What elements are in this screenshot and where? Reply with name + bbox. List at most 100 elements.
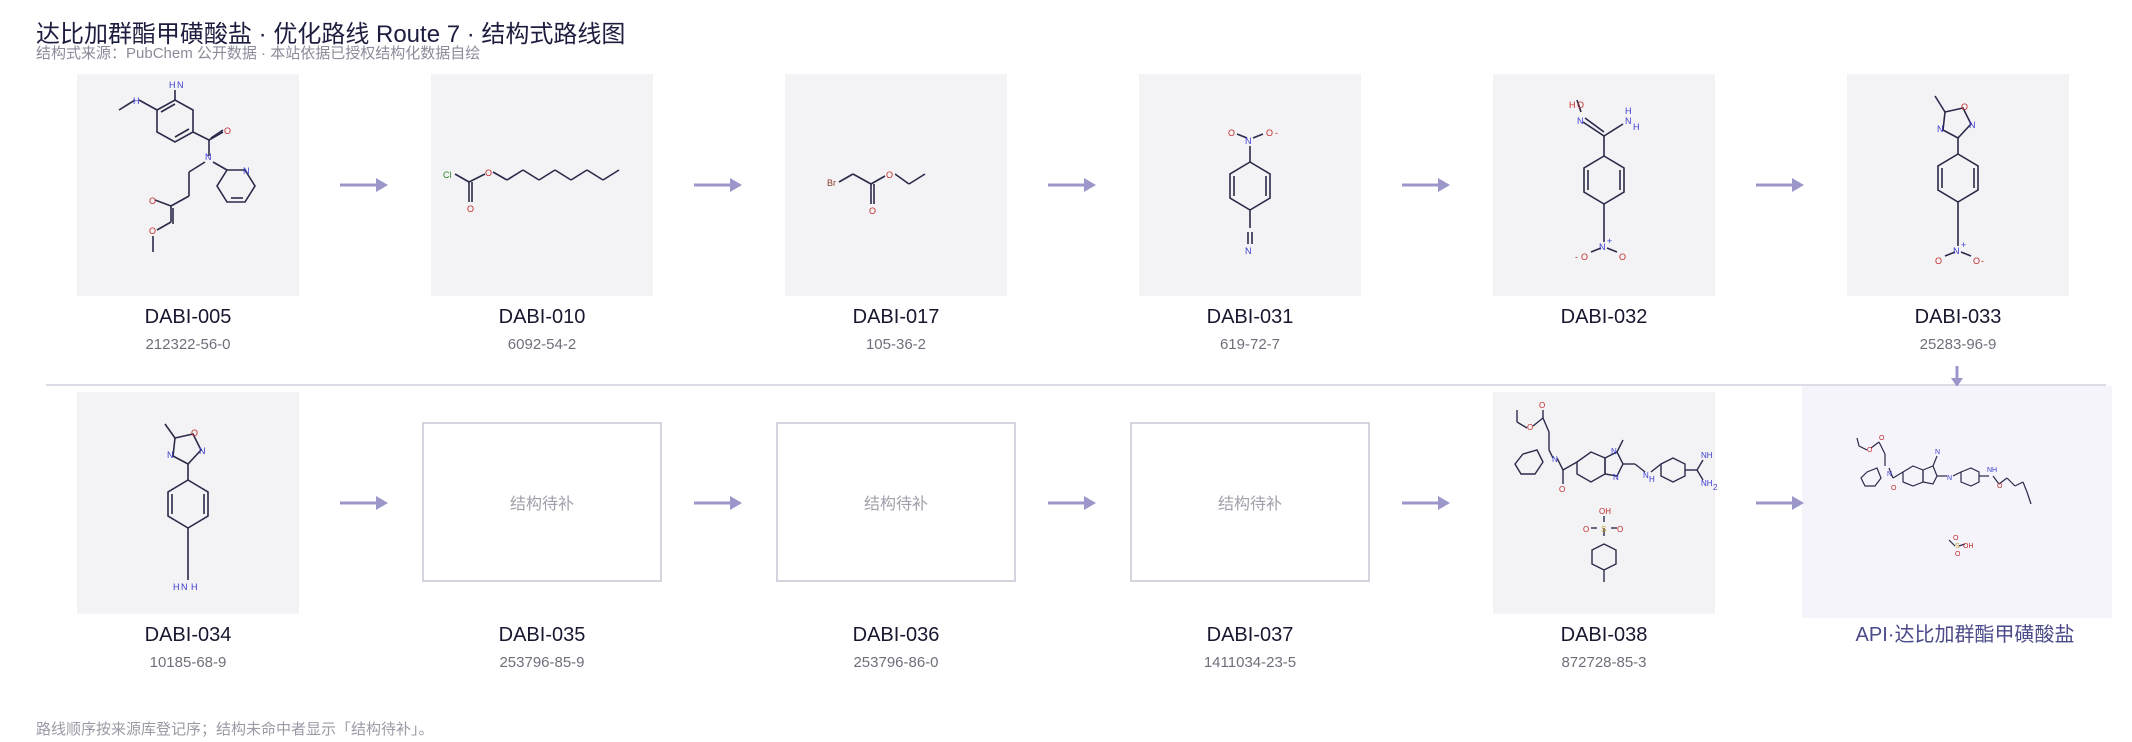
svg-text:S: S (1955, 543, 1960, 550)
compound-cas: 105-36-2 (865, 336, 927, 353)
compound-cas: 1411034-23-5 (1203, 654, 1297, 671)
svg-text:N: N (1245, 246, 1252, 256)
compound-code: DABI-037 (1206, 624, 1294, 646)
molecule-api: OO NO NN NHO OS OHO (1856, 435, 2032, 558)
svg-text:H: H (133, 96, 140, 106)
molecule-dabi-010: Cl O O (443, 168, 620, 214)
flow-arrow (692, 175, 744, 195)
svg-text:H: H (191, 582, 198, 592)
compound-cas: 212322-56-0 (145, 336, 231, 353)
svg-text:O: O (1953, 535, 1959, 542)
svg-text:-: - (1981, 256, 1984, 266)
svg-text:O: O (1583, 525, 1589, 534)
svg-text:N: N (1935, 449, 1940, 456)
compound-cas: 10185-68-9 (149, 654, 227, 671)
svg-text:O: O (1891, 485, 1897, 492)
svg-text:N: N (199, 446, 206, 456)
molecule-dabi-033: N N O N+ O O- (1934, 95, 1984, 266)
svg-text:Br: Br (827, 178, 836, 188)
compound-cas: 253796-85-9 (499, 654, 585, 671)
svg-text:O: O (1617, 525, 1623, 534)
flow-arrow (1400, 493, 1452, 513)
flow-arrow (1754, 493, 1806, 513)
svg-text:OH: OH (1599, 507, 1611, 516)
page-title: 达比加群酯甲磺酸盐 · 优化路线 Route 7 · 结构式路线图 (36, 21, 626, 48)
svg-text:H: H (1625, 106, 1632, 116)
compound-cas: 619-72-7 (1219, 336, 1281, 353)
row-divider (46, 384, 2106, 386)
svg-text:N: N (181, 582, 188, 592)
svg-text:+: + (1607, 236, 1612, 246)
svg-text:H: H (1649, 475, 1655, 484)
svg-text:O: O (1973, 256, 1980, 266)
svg-text:H: H (169, 80, 176, 90)
compound-cas: 872728-85-3 (1561, 654, 1647, 671)
svg-text:O: O (1228, 128, 1235, 138)
structure-placeholder: 结构待补 (776, 422, 1016, 582)
structure-image-dabi-033: N N O N+ O O- (1847, 74, 2069, 296)
svg-text:O: O (1539, 401, 1545, 410)
compound-cas: 6092-54-2 (507, 336, 577, 353)
flow-arrow (1754, 175, 1806, 195)
compound-code: DABI-032 (1560, 306, 1648, 328)
svg-text:N: N (1245, 136, 1252, 146)
svg-text:N: N (243, 166, 250, 176)
svg-text:O: O (149, 196, 156, 206)
svg-text:O: O (869, 206, 876, 216)
flow-arrow (1046, 493, 1098, 513)
page-subtitle: 结构式来源：PubChem 公开数据 · 本站依据已授权结构化数据自绘 (36, 45, 481, 62)
flow-arrow (692, 493, 744, 513)
svg-text:NH: NH (1701, 479, 1713, 488)
footnote: 路线顺序按来源库登记序；结构未命中者显示「结构待补」。 (36, 721, 434, 738)
svg-text:O: O (191, 428, 198, 438)
molecule-dabi-017: Br O O (827, 170, 926, 216)
structure-placeholder: 结构待补 (422, 422, 662, 582)
svg-text:NH: NH (1987, 467, 1997, 474)
svg-text:O: O (467, 204, 474, 214)
svg-text:O: O (1879, 435, 1885, 442)
svg-text:Cl: Cl (443, 170, 452, 180)
svg-text:O: O (1955, 551, 1961, 558)
svg-text:-: - (1575, 252, 1578, 262)
compound-code: DABI-035 (498, 624, 586, 646)
flow-arrow (338, 493, 390, 513)
svg-text:H: H (1633, 122, 1640, 132)
api-label: API·达比加群酯甲磺酸盐 (1855, 624, 2075, 646)
compound-cas: 25283-96-9 (1919, 336, 1997, 353)
svg-text:O: O (1867, 447, 1873, 454)
svg-text:N: N (1937, 124, 1944, 134)
compound-code: DABI-034 (144, 624, 232, 646)
compound-cas: 253796-86-0 (853, 654, 939, 671)
compound-code: DABI-031 (1206, 306, 1294, 328)
flow-arrow (1400, 175, 1452, 195)
structure-placeholder: 结构待补 (1130, 422, 1370, 582)
svg-text:O: O (1559, 485, 1565, 494)
svg-text:NH: NH (1701, 451, 1713, 460)
svg-text:N: N (1577, 116, 1584, 126)
down-arrow (1949, 366, 1965, 388)
svg-text:N: N (1953, 246, 1960, 256)
flow-arrow (338, 175, 390, 195)
svg-text:N: N (1969, 120, 1976, 130)
compound-code: DABI-017 (852, 306, 940, 328)
api-highlight (1802, 386, 2112, 618)
svg-text:O: O (149, 226, 156, 236)
svg-text:O: O (1935, 256, 1942, 266)
svg-text:N: N (1643, 471, 1649, 480)
svg-text:-: - (1275, 128, 1278, 138)
flow-arrow (1046, 175, 1098, 195)
svg-text:H: H (1569, 100, 1576, 110)
svg-text:O: O (1619, 252, 1626, 262)
svg-text:O: O (1961, 102, 1968, 112)
svg-text:2: 2 (1713, 483, 1718, 492)
structure-image-dabi-017: Br O O (785, 74, 1007, 296)
svg-text:O: O (1266, 128, 1273, 138)
compound-code: DABI-005 (144, 306, 232, 328)
